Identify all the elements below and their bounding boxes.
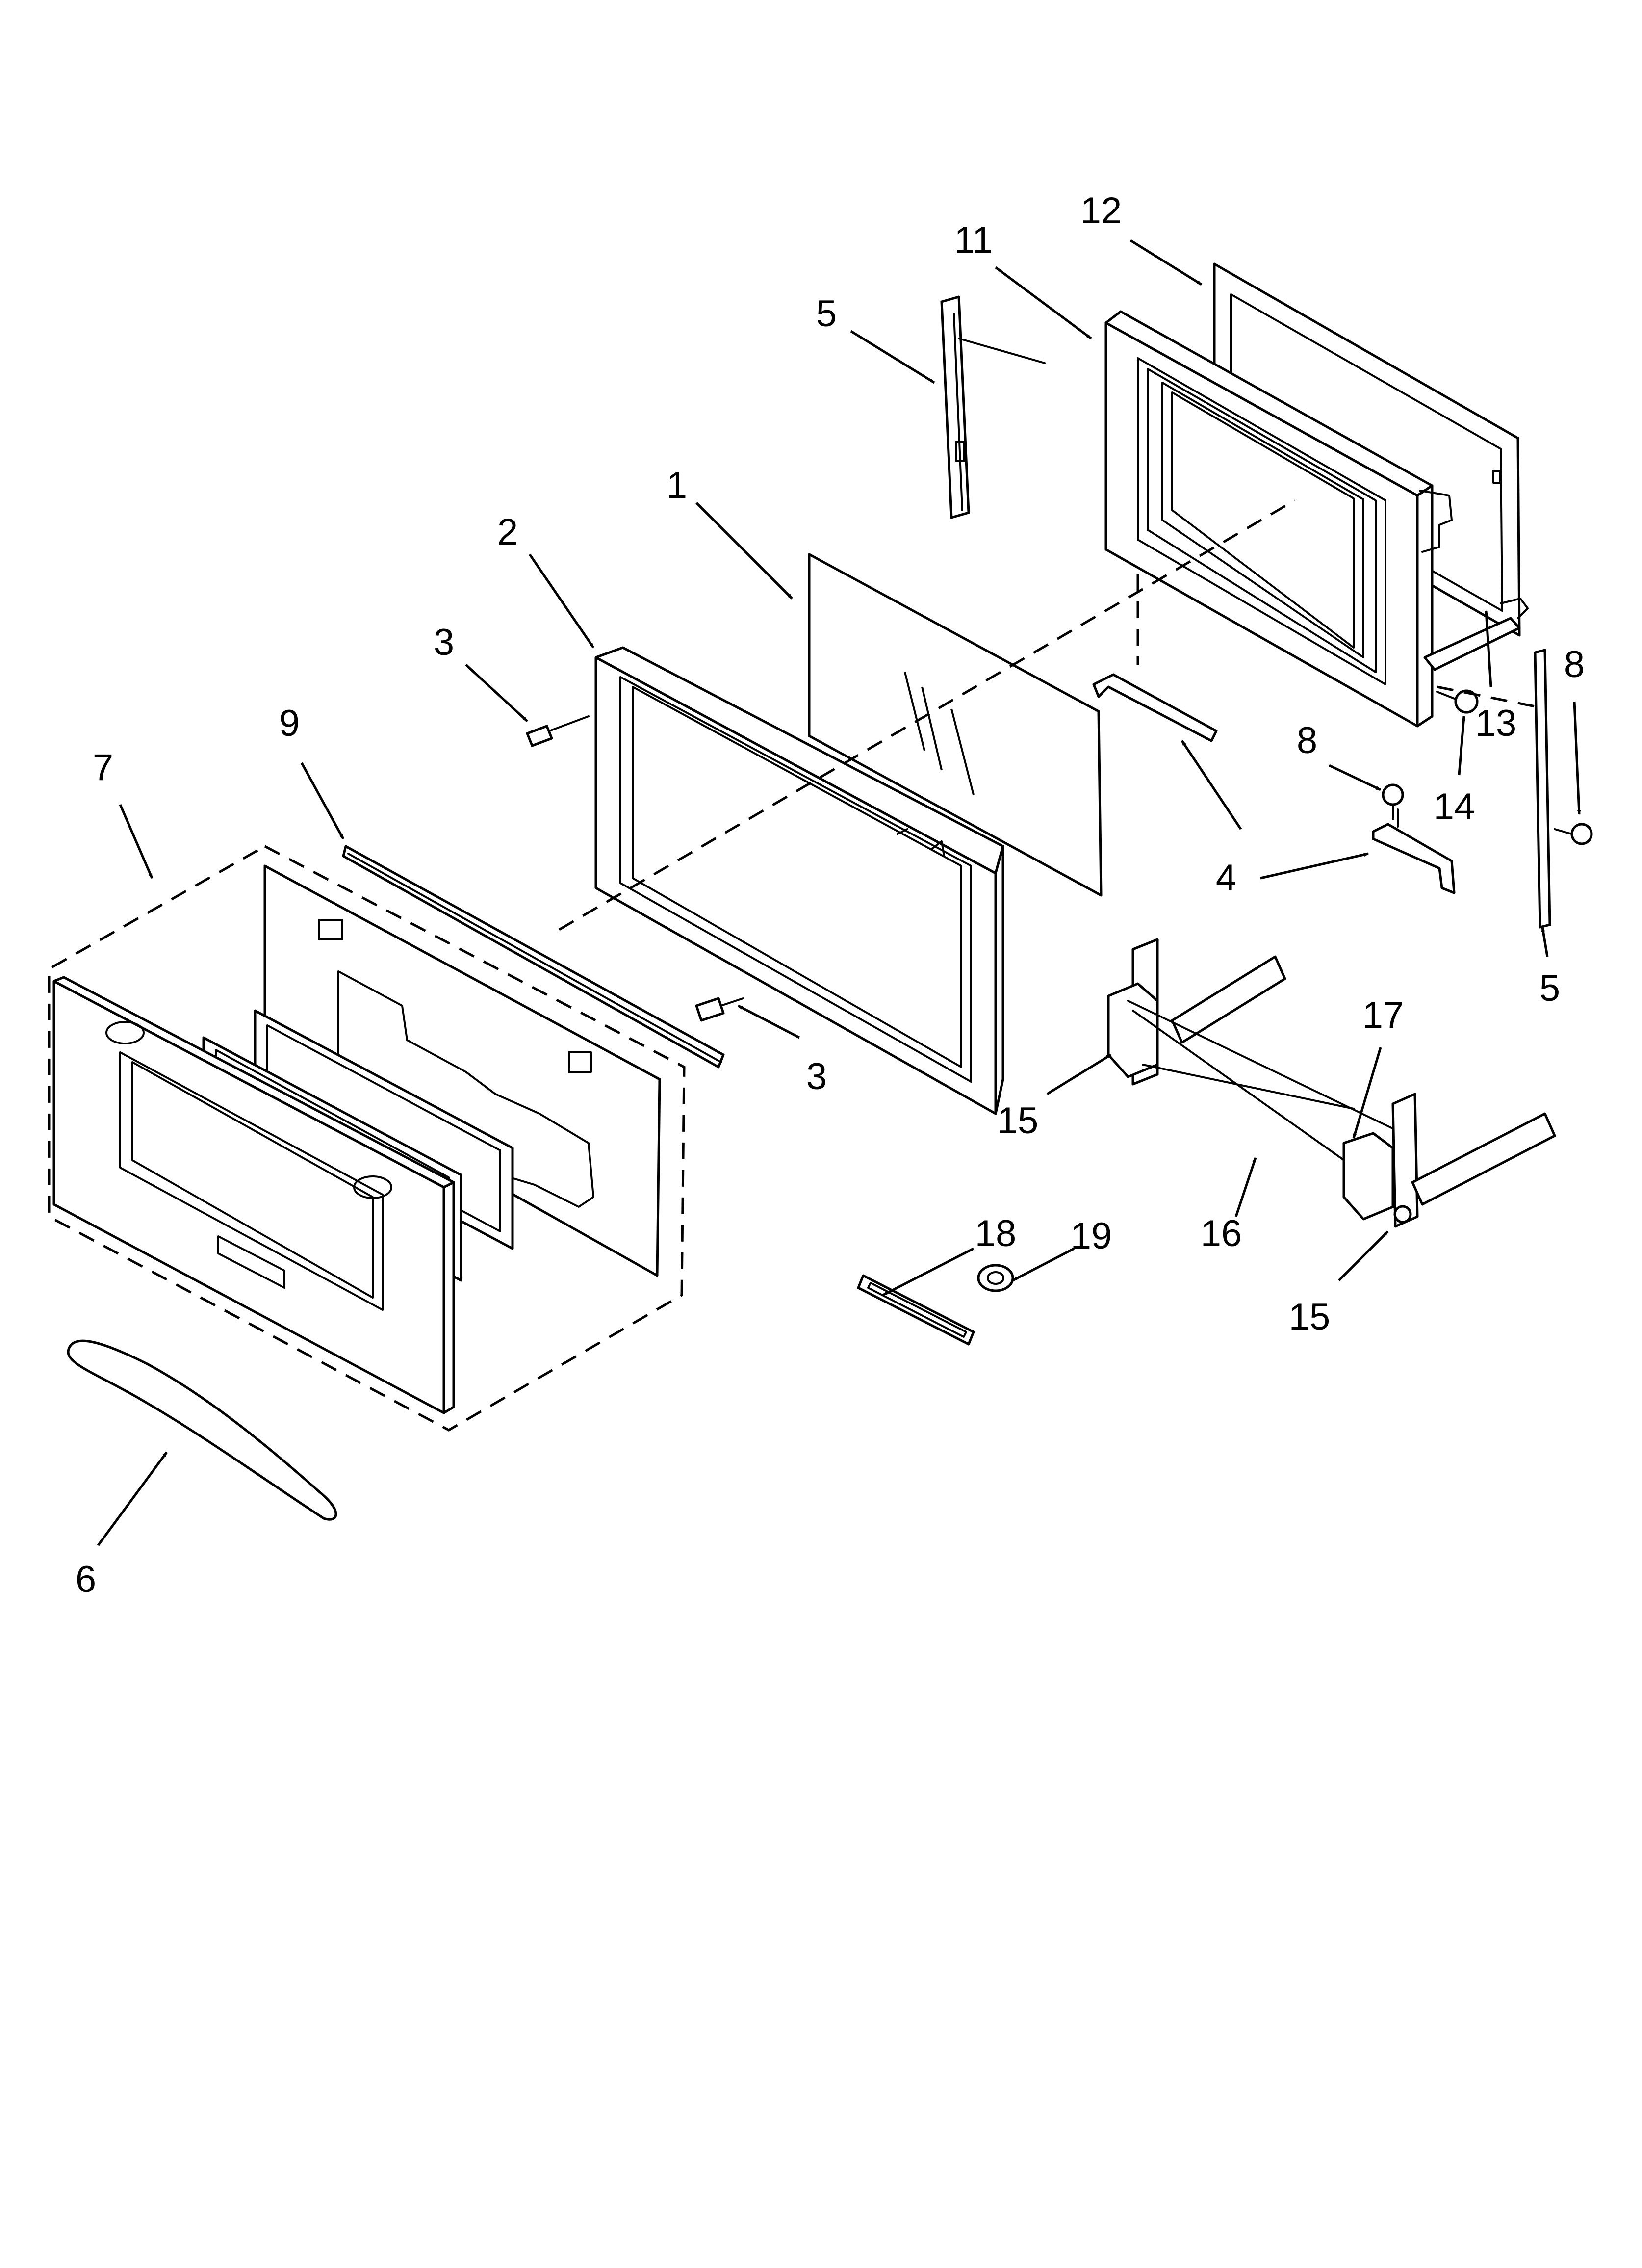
part-1-door-glass <box>808 553 1103 897</box>
part-18-light-lens <box>857 1274 975 1346</box>
callout-6: 6 <box>76 1559 96 1600</box>
part-11-inner-door-frame <box>1104 310 1529 728</box>
callout-12: 12 <box>1080 190 1122 232</box>
callout-8-right: 8 <box>1564 644 1585 685</box>
callout-4: 4 <box>1216 857 1236 899</box>
part-14-screw <box>1436 689 1479 714</box>
part-3-screw-upper <box>526 715 590 747</box>
callout-2: 2 <box>497 511 518 553</box>
callout-15-left: 15 <box>997 1100 1039 1142</box>
part-17-hinge-right <box>1342 1093 1556 1228</box>
callout-5-lower: 5 <box>1539 967 1560 1009</box>
callout-3-upper: 3 <box>434 622 454 663</box>
callout-11: 11 <box>954 219 993 261</box>
callout-labels: 1 2 3 3 4 5 5 6 7 8 8 9 11 12 13 14 15 1… <box>76 190 1585 1600</box>
part-5-trim-strip-upper <box>940 295 1046 519</box>
alignment-lines <box>558 499 1536 931</box>
part-19-grommet <box>977 1264 1014 1292</box>
part-15-hinge-left <box>1107 938 1286 1086</box>
callout-1: 1 <box>667 465 687 506</box>
part-3-screw-lower <box>695 997 744 1022</box>
callout-14: 14 <box>1434 786 1475 828</box>
callout-17: 17 <box>1362 994 1404 1036</box>
part-8-screw-left <box>1382 783 1404 820</box>
part-4-hinge-bracket-upper <box>1092 673 1218 742</box>
callout-13: 13 <box>1475 703 1517 744</box>
part-5-trim-strip-lower <box>1534 649 1551 929</box>
part-7-assembly-outline <box>48 845 686 1432</box>
part-6-door-handle <box>67 1339 337 1521</box>
part-16-hinge-link <box>1127 1000 1404 1178</box>
part-2-door-frame <box>594 646 1004 1115</box>
callout-3-lower: 3 <box>806 1056 827 1097</box>
callout-19: 19 <box>1071 1215 1112 1257</box>
callout-8-left: 8 <box>1297 720 1317 761</box>
callout-7: 7 <box>93 747 113 788</box>
callout-16: 16 <box>1201 1213 1242 1254</box>
part-8-screw-right <box>1554 823 1593 845</box>
callout-18: 18 <box>975 1213 1017 1254</box>
callout-5-upper: 5 <box>816 293 837 335</box>
leader-lines <box>97 239 1581 1546</box>
part-4-hinge-bracket-lower <box>1372 808 1456 894</box>
part-7-outer-door-panel <box>52 976 455 1414</box>
callout-9: 9 <box>279 703 300 744</box>
callout-15-right: 15 <box>1289 1296 1331 1338</box>
part-9-top-trim-bar <box>342 845 725 1069</box>
